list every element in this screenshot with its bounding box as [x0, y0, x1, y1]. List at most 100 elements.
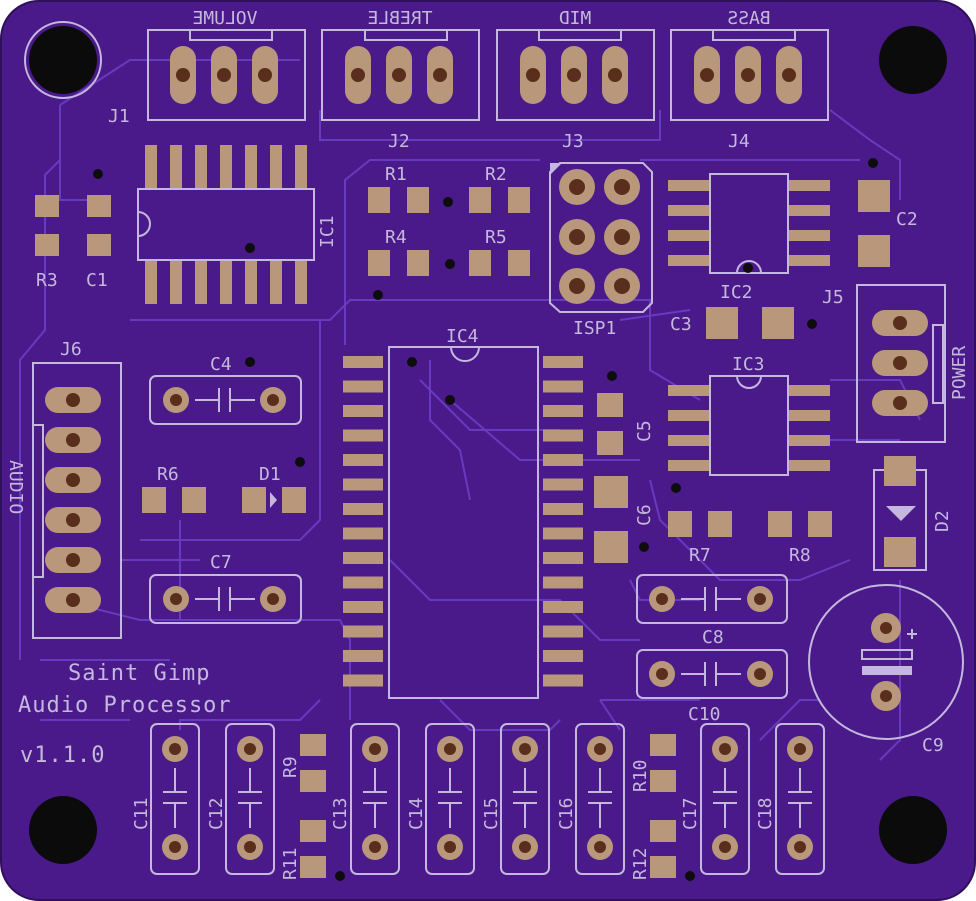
ic4-pad: [543, 576, 583, 589]
ic4-pad: [343, 552, 383, 564]
ic1-soic: [137, 145, 315, 304]
ic4-pad: [343, 405, 383, 417]
ref-c5: C5: [634, 420, 655, 442]
ref-ic1: IC1: [317, 215, 338, 248]
ref-c18: C18: [755, 797, 776, 830]
vertical-capacitor: [700, 723, 750, 875]
label-mid: MID: [559, 8, 592, 29]
ref-r11: R11: [280, 847, 301, 880]
ref-r2: R2: [485, 164, 507, 185]
j5-power-header: [856, 284, 946, 443]
ref-ic4: IC4: [446, 326, 479, 347]
c8-capacitor: [636, 574, 788, 624]
ic2-soic8: [668, 173, 830, 274]
ref-c7: C7: [210, 552, 232, 573]
vertical-capacitor: [425, 723, 475, 875]
label-audio: AUDIO: [5, 460, 26, 514]
mirrored-silk-labels: VOLUME TREBLE MID BASS: [192, 8, 770, 29]
ref-j1: J1: [108, 106, 130, 127]
header-j1-volume: [147, 29, 306, 121]
bottom-capacitors: [150, 723, 825, 875]
r9-r12-pads: [300, 734, 676, 878]
c7-capacitor: [149, 574, 302, 624]
ref-r1: R1: [385, 164, 407, 185]
d2-diode: [873, 456, 927, 571]
label-bass: BASS: [727, 8, 770, 29]
ic4-pad: [543, 625, 583, 638]
ic4-soic28: [343, 346, 583, 699]
c3-pads: [706, 307, 794, 339]
ic4-pad: [343, 601, 383, 613]
header-j2-treble: [321, 29, 480, 121]
ref-r3: R3: [36, 270, 58, 291]
c9-electrolytic: [808, 584, 964, 740]
label-volume: VOLUME: [192, 8, 257, 29]
ref-c9: C9: [922, 735, 944, 756]
ref-c11: C11: [131, 797, 152, 830]
ref-d2: D2: [932, 510, 953, 532]
ic4-pad: [543, 650, 583, 662]
ref-d1: D1: [259, 464, 281, 485]
ic4-pad: [543, 429, 583, 442]
vertical-capacitor: [350, 723, 400, 875]
ic4-pad: [343, 454, 383, 466]
ref-c4: C4: [210, 354, 232, 375]
label-power: POWER: [949, 346, 970, 400]
c4-capacitor: [149, 375, 302, 425]
ref-r12: R12: [630, 847, 651, 880]
vias: [93, 158, 878, 881]
vertical-capacitor: [225, 723, 275, 875]
board-title-line1: Saint Gimp: [68, 661, 210, 686]
vertical-capacitor: [575, 723, 625, 875]
r3-c1-pads: [35, 195, 111, 256]
ref-r4: R4: [385, 227, 407, 248]
ic4-pad: [343, 625, 383, 638]
ref-r7: R7: [689, 545, 711, 566]
ic4-pad: [543, 601, 583, 613]
ic3-soic8: [668, 375, 830, 476]
ref-r8: R8: [789, 545, 811, 566]
board-version: v1.1.0: [20, 743, 105, 768]
ref-c12: C12: [206, 797, 227, 830]
ref-ic2: IC2: [720, 282, 753, 303]
ref-j2: J2: [388, 131, 410, 152]
ref-c8: C8: [702, 627, 724, 648]
ref-r10: R10: [630, 759, 651, 792]
ref-c15: C15: [481, 797, 502, 830]
ref-j6: J6: [60, 339, 82, 360]
vertical-capacitor: [150, 723, 200, 875]
ref-isp1: ISP1: [573, 318, 616, 339]
ref-j5: J5: [822, 287, 844, 308]
ref-j3: J3: [562, 131, 584, 152]
vertical-capacitor: [500, 723, 550, 875]
isp1-header: [549, 162, 653, 313]
ic4-pad: [543, 527, 583, 540]
ic4-pad: [343, 478, 383, 491]
ic4-pad: [543, 454, 583, 466]
ref-c1: C1: [86, 270, 108, 291]
ref-j4: J4: [728, 131, 750, 152]
j6-audio-header: [32, 362, 122, 639]
ic4-pad: [543, 552, 583, 564]
ic4-pad: [343, 527, 383, 540]
ic4-pad: [343, 674, 383, 687]
ic4-pad: [543, 478, 583, 491]
header-j4-bass: [670, 29, 829, 121]
ic4-pad: [543, 356, 583, 368]
ref-r9: R9: [280, 756, 301, 778]
ref-c13: C13: [330, 797, 351, 830]
board-title-line2: Audio Processor: [18, 693, 232, 718]
ref-c3: C3: [670, 314, 692, 335]
ic4-pad: [343, 576, 383, 589]
ref-c6: C6: [634, 504, 655, 526]
ref-ic3: IC3: [732, 354, 765, 375]
ic4-pad: [543, 380, 583, 393]
copper-traces: [19, 59, 921, 761]
ref-c17: C17: [680, 797, 701, 830]
ic4-pad: [343, 380, 383, 393]
ic4-pad: [543, 674, 583, 687]
ic4-pad: [543, 405, 583, 417]
ref-c10: C10: [688, 704, 721, 725]
ref-c16: C16: [556, 797, 577, 830]
